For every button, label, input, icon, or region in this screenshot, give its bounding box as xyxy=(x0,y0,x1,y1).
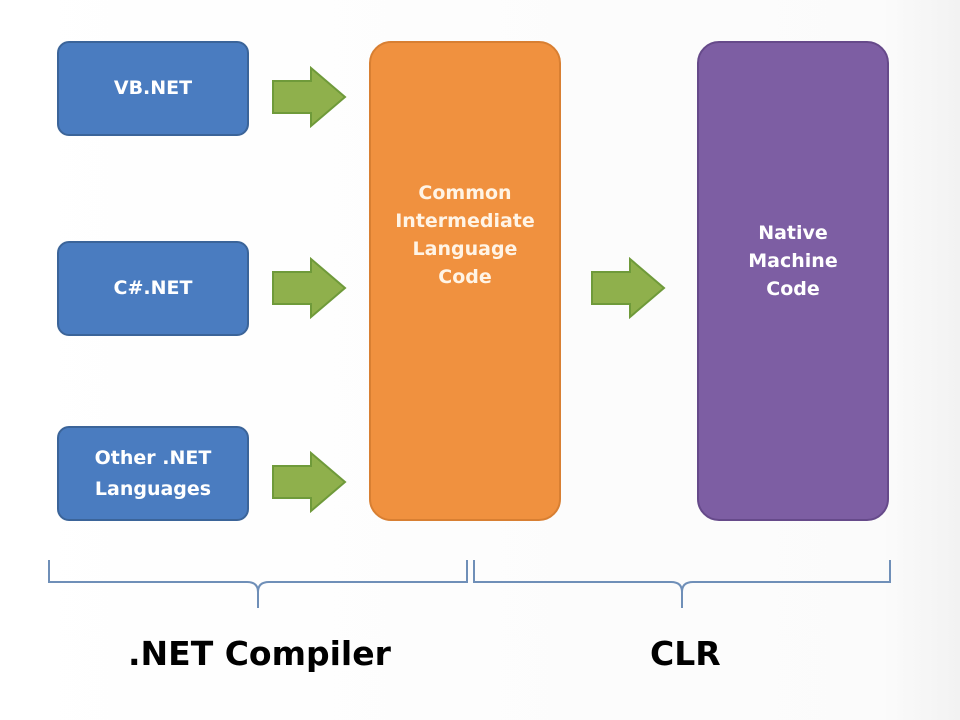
arrow-csharp-to-cil xyxy=(272,257,347,319)
csharp-box: C#.NET xyxy=(57,241,249,336)
arrow-vbnet-to-cil xyxy=(272,66,347,128)
native-code-label: Native Machine Code xyxy=(748,222,838,300)
csharp-label: C#.NET xyxy=(113,277,193,299)
compiler-stage-label: .NET Compiler xyxy=(128,634,391,673)
compiler-brace xyxy=(48,560,468,608)
other-languages-label: Other .NET Languages xyxy=(94,446,212,500)
vbnet-label: VB.NET xyxy=(113,77,193,99)
cil-label: Common Intermediate Language Code xyxy=(395,182,535,288)
arrow-cil-to-native xyxy=(591,257,666,319)
native-code-box: Native Machine Code xyxy=(697,41,889,521)
clr-brace xyxy=(473,560,891,608)
other-languages-box: Other .NET Languages xyxy=(57,426,249,521)
vbnet-box: VB.NET xyxy=(57,41,249,136)
clr-stage-label: CLR xyxy=(650,634,721,673)
arrow-other-to-cil xyxy=(272,451,347,513)
cil-box: Common Intermediate Language Code xyxy=(369,41,561,521)
